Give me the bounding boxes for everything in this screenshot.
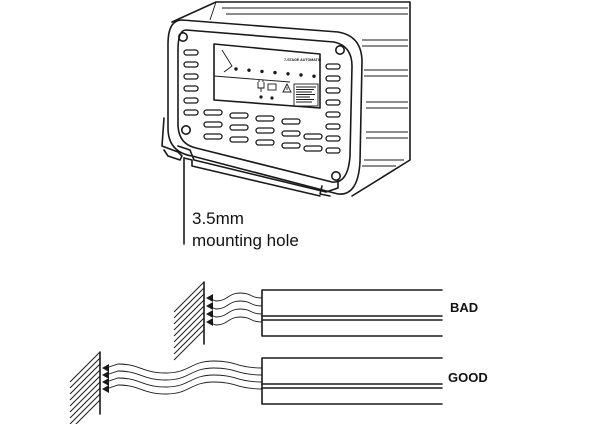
wall-hatch-line	[69, 387, 101, 419]
arrow-icon	[102, 364, 109, 372]
vent-slots-left	[183, 49, 199, 116]
arrow-icon	[102, 378, 109, 386]
indicator-led	[299, 73, 303, 77]
wall-hatch-line	[69, 351, 101, 383]
wall-hatch-line	[173, 323, 205, 355]
wall-hatch-line	[173, 317, 205, 349]
arrow-icon	[206, 294, 213, 302]
indicator-led	[273, 70, 277, 75]
wall-hatch-line	[69, 381, 101, 413]
wall-hatch-line	[69, 357, 101, 389]
charger-illustration: 7-STAGE AUTOMATIC	[161, 1, 411, 197]
charger-housing	[171, 1, 411, 197]
good-airflow	[102, 360, 263, 395]
mounting-hole-callout: 3.5mm mounting hole	[183, 157, 299, 250]
arrow-icon	[102, 385, 109, 393]
wall-hatch-line	[173, 305, 205, 337]
bad-charger-side	[261, 289, 443, 337]
wall-hatch-line	[173, 299, 205, 331]
wall-hatch-line	[69, 363, 101, 395]
bad-example: BAD	[173, 281, 478, 361]
screw-hole-icon	[330, 171, 341, 182]
wall-hatch-line	[173, 281, 205, 313]
indicator-led	[260, 69, 264, 74]
power-plug-icon	[257, 80, 265, 99]
vent-slots-bottom	[203, 109, 323, 152]
wall-hatch-line	[69, 369, 101, 401]
indicator-led	[312, 74, 316, 78]
wall-hatch-line	[75, 399, 101, 424]
panel-mode-label: 7-STAGE AUTOMATIC	[284, 58, 322, 62]
mounting-hole-size: 3.5mm	[192, 209, 244, 228]
good-charger-side	[261, 357, 443, 405]
indicator-led	[247, 68, 251, 72]
mounting-hole-label: mounting hole	[192, 231, 299, 250]
bad-label: BAD	[450, 300, 478, 315]
indicator-leds	[234, 67, 316, 78]
vent-slots-right	[325, 63, 341, 154]
arrow-icon	[102, 371, 109, 379]
bad-wall	[173, 281, 205, 361]
screw-hole-icon	[178, 31, 189, 42]
wall-hatch-line	[69, 393, 101, 424]
wall-hatch-line	[173, 293, 205, 325]
wall-hatch-line	[173, 287, 205, 319]
battery-icon	[267, 83, 277, 100]
wall-hatch-line	[173, 311, 205, 343]
mounting-feet	[161, 117, 339, 197]
arrow-icon	[206, 302, 213, 310]
indicator-led	[234, 67, 238, 71]
arrow-icon	[206, 318, 213, 326]
warning-triangle-icon	[282, 82, 292, 93]
good-example: GOOD	[69, 351, 488, 424]
good-wall	[69, 351, 101, 424]
arrow-icon	[206, 310, 213, 318]
wall-hatch-line	[69, 375, 101, 407]
screw-holes	[178, 31, 345, 182]
bad-airflow	[206, 292, 263, 326]
screw-hole-icon	[334, 44, 345, 55]
charger-end-cap	[167, 19, 363, 195]
wall-hatch-line	[173, 329, 205, 361]
good-label: GOOD	[448, 370, 488, 385]
front-label-panel: 7-STAGE AUTOMATIC	[213, 43, 322, 109]
instruction-text-box	[293, 83, 319, 107]
screw-hole-icon	[181, 125, 192, 136]
indicator-led	[286, 72, 290, 76]
